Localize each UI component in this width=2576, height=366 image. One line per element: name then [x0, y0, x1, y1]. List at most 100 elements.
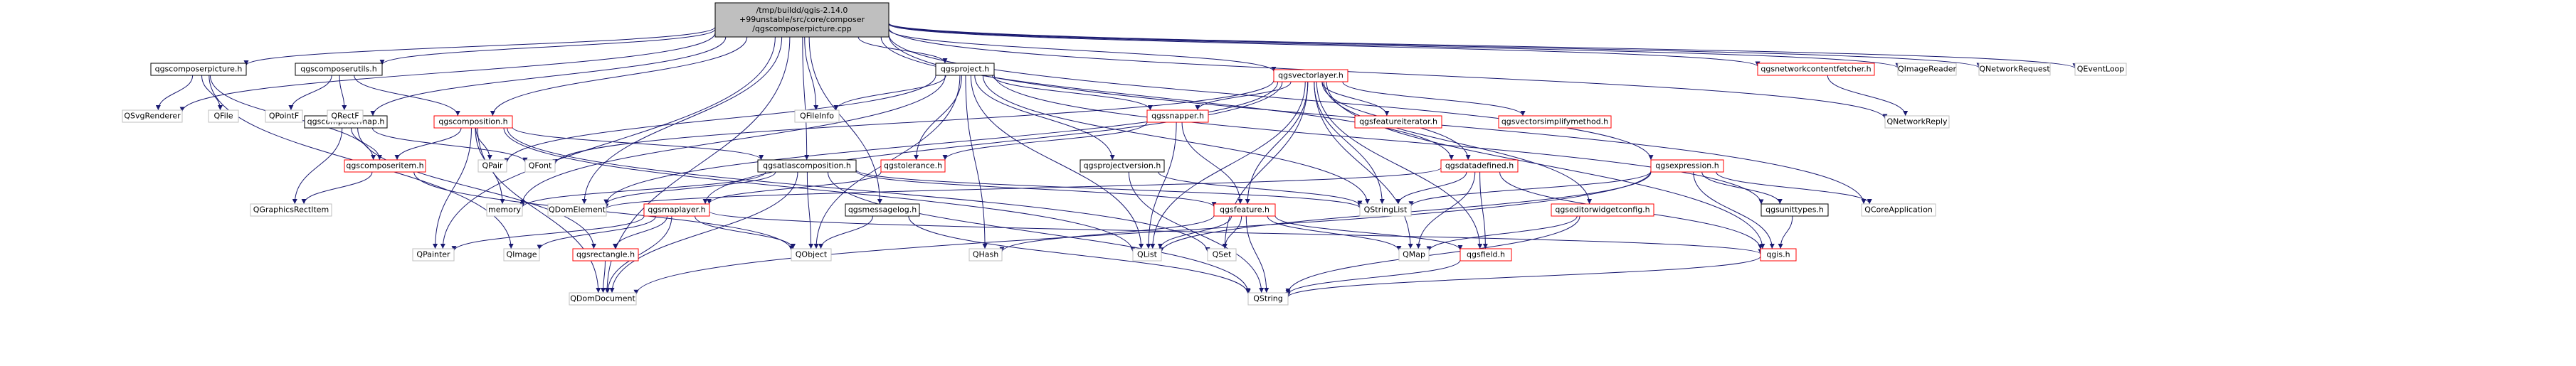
- include-edge: [908, 215, 1251, 295]
- node-label: qgsfield.h: [1467, 250, 1505, 259]
- node-qgscomposeritem-h[interactable]: qgscomposeritem.h: [344, 159, 426, 173]
- include-edge: [888, 23, 2078, 69]
- include-edge: [370, 36, 727, 117]
- node-box: [1760, 248, 1797, 262]
- node-qgsproject-h[interactable]: qgsproject.h: [935, 63, 995, 76]
- node-box: [1498, 115, 1612, 129]
- node-box: [757, 159, 857, 173]
- node-qfileinfo: QFileInfo: [794, 109, 840, 123]
- node-box: [412, 248, 455, 262]
- node-label: qgsrectangle.h: [576, 250, 635, 259]
- include-edge: [603, 167, 1442, 209]
- node-qcoreapplication: QCoreApplication: [1861, 203, 1936, 217]
- include-edge: [1150, 81, 1306, 249]
- node-box: [935, 63, 995, 76]
- node-qgscomposition-h[interactable]: qgscomposition.h: [433, 115, 513, 129]
- node-label: qgsvectorsimplifymethod.h: [1501, 117, 1608, 127]
- node-qgsrectangle-h[interactable]: qgsrectangle.h: [572, 248, 639, 262]
- node-box: [1213, 203, 1276, 217]
- include-edge: [1158, 171, 1363, 206]
- node-qgscomposerutils-h[interactable]: qgscomposerutils.h: [295, 63, 383, 76]
- node-qgstolerance-h[interactable]: qgstolerance.h: [880, 159, 946, 173]
- node-box: [643, 203, 710, 217]
- node-qgsfield-h[interactable]: qgsfield.h: [1459, 248, 1512, 262]
- node-label: qgscomposition.h: [438, 117, 507, 127]
- node-box: [1978, 63, 2051, 76]
- node-qgsfeatureiterator-h[interactable]: qgsfeatureiterator.h: [1354, 115, 1442, 129]
- node-qgsvectorlayer-h[interactable]: qgsvectorlayer.h: [1273, 69, 1348, 82]
- include-edge: [707, 171, 882, 205]
- include-edge: [354, 75, 460, 117]
- node-qsvgrenderer: QSvgRenderer: [122, 109, 183, 123]
- node-box: [1884, 115, 1950, 129]
- node-qgsmaplayer-h[interactable]: qgsmaplayer.h: [643, 203, 710, 217]
- node-qgsexpression-h[interactable]: qgsexpression.h: [1650, 159, 1724, 173]
- include-edge: [993, 74, 1764, 205]
- node-box: [1132, 248, 1162, 262]
- include-edge: [451, 215, 645, 252]
- node-box: [208, 109, 239, 123]
- node-qgsunittypes-h[interactable]: qgsunittypes.h: [1761, 203, 1829, 217]
- node-qgsfeature-h[interactable]: qgsfeature.h: [1213, 203, 1276, 217]
- node-qgsatlascomposition-h[interactable]: qgsatlascomposition.h: [757, 159, 857, 173]
- node-label: qgsexpression.h: [1655, 161, 1719, 171]
- include-edge: [1285, 215, 1580, 294]
- include-edge: [855, 169, 1363, 209]
- node-qgseditorwidgetconfig-h[interactable]: qgseditorwidgetconfig.h: [1551, 203, 1654, 217]
- node-qgsmessagelog-h[interactable]: qgsmessagelog.h: [845, 203, 920, 217]
- include-edge: [1426, 215, 1578, 252]
- node-box: [1247, 292, 1289, 306]
- node-label: QImage: [506, 250, 537, 259]
- include-edge: [1285, 256, 1761, 298]
- node-qgsprojectversion-h[interactable]: qgsprojectversion.h: [1080, 159, 1165, 173]
- include-edge: [1326, 81, 1765, 249]
- node-label: qgsunittypes.h: [1765, 205, 1824, 215]
- include-edge: [1195, 81, 1292, 111]
- node-label: qgstolerance.h: [884, 161, 942, 171]
- include-edge: [888, 23, 1761, 67]
- node-label: qgsdatadefined.h: [1445, 161, 1514, 171]
- include-edge: [1395, 171, 1467, 205]
- node-qdomelement: QDomElement: [547, 203, 607, 217]
- node-label: qgsvectorlayer.h: [1278, 71, 1344, 80]
- node-qgsdatadefined-h[interactable]: qgsdatadefined.h: [1440, 159, 1519, 173]
- node-label: QPair: [482, 161, 503, 171]
- node-box: [327, 109, 364, 123]
- node-label: QFileInfo: [800, 112, 834, 121]
- include-edge: [857, 36, 948, 64]
- node-label: QNetworkRequest: [1979, 65, 2050, 74]
- include-edge: [802, 36, 810, 161]
- include-edge: [1245, 81, 1309, 205]
- node-box: [791, 248, 832, 262]
- node-box: [880, 159, 946, 173]
- include-edge: [833, 75, 946, 111]
- node-box: [845, 203, 920, 217]
- node-qgis-h[interactable]: qgis.h: [1760, 248, 1797, 262]
- node-box: [250, 203, 332, 217]
- include-edge: [1778, 215, 1793, 249]
- include-edge: [440, 36, 776, 249]
- node-qstringlist: QStringList: [1359, 203, 1412, 217]
- node-box: [1207, 248, 1237, 262]
- node-box: [1354, 115, 1442, 129]
- node-qgscomposerpicture-h[interactable]: qgscomposerpicture.h: [150, 63, 247, 76]
- node-box: [1440, 159, 1519, 173]
- node-qhash: QHash: [968, 248, 1003, 262]
- node-qgsvectorsimplifymethod-h[interactable]: qgsvectorsimplifymethod.h: [1498, 115, 1612, 129]
- node-label: /qgscomposerpicture.cpp: [752, 24, 852, 33]
- include-edge: [379, 28, 716, 65]
- node-label: QMap: [1403, 250, 1425, 259]
- node-label: qgsprojectversion.h: [1084, 161, 1161, 171]
- node-label: memory: [488, 205, 521, 215]
- node-qfont: QFont: [524, 159, 556, 173]
- node-root[interactable]: /tmp/buildd/qgis-2.14.0+99unstable/src/c…: [714, 2, 890, 38]
- include-edge: [914, 75, 962, 161]
- include-edge: [855, 171, 1217, 208]
- node-label: QFile: [213, 112, 233, 121]
- node-label: QCoreApplication: [1864, 205, 1933, 215]
- node-qgssnapper-h[interactable]: qgssnapper.h: [1146, 109, 1209, 123]
- include-edge: [974, 75, 1115, 161]
- node-box: [1761, 203, 1829, 217]
- node-label: qgsmaplayer.h: [648, 205, 705, 215]
- node-qgsnetworkcontentfetcher-h[interactable]: qgsnetworkcontentfetcher.h: [1757, 63, 1875, 76]
